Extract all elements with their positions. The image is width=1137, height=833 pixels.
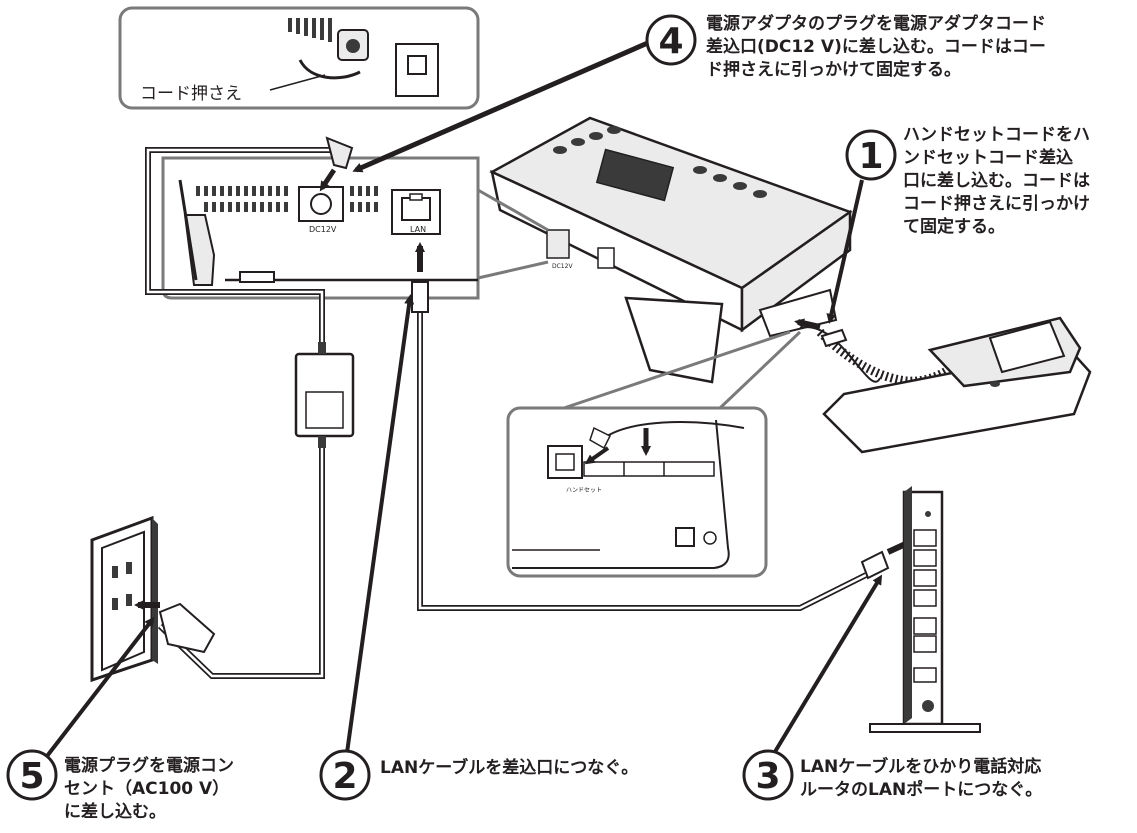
step-badge-5: 5: [6, 749, 58, 801]
arrow-step-4-plug: [319, 168, 337, 192]
step-1-line: 口に差し込む。コードは: [903, 171, 1090, 191]
arrow-step-2: [344, 294, 415, 761]
lan-cable: [411, 281, 890, 611]
step-5-instructions: 電源プラグを電源コン セント（AC100 V） に差し込む。: [64, 755, 234, 824]
step-number-4: 4: [658, 21, 683, 62]
step-5-line: 電源プラグを電源コン: [64, 756, 234, 776]
arrow-handset-connector: [794, 318, 821, 330]
step-3-instructions: LANケーブルをひかり電話対応 ルータのLANポートにつなぐ。: [800, 756, 1042, 802]
step-1-instructions: ハンドセットコードをハ ンドセットコード差込 口に差し込む。コードは コード押さ…: [903, 124, 1090, 239]
arrow-step-4: [352, 39, 651, 173]
cord-holder-label: コード押さえ: [140, 84, 242, 104]
step-badge-2: 2: [319, 749, 371, 801]
arrow-plug-into-port: [584, 446, 610, 465]
arrow-step-3: [768, 574, 883, 762]
phone-base-unit: [489, 116, 853, 384]
step-3-line: LANケーブルをひかり電話対応: [800, 757, 1042, 777]
step-5-line: に差し込む。: [64, 802, 166, 822]
step-number-3: 3: [755, 756, 780, 797]
cord-holder-callout: [118, 6, 480, 110]
step-1-line: ハンドセットコードをハ: [903, 125, 1090, 145]
step-badge-1: 1: [845, 129, 897, 181]
step-1-line: ンドセットコード差込: [903, 148, 1073, 168]
router: [869, 486, 981, 733]
step-1-line: コード押さえに引っかけ: [903, 194, 1090, 214]
step-badge-3: 3: [742, 749, 794, 801]
handset-port-callout: [506, 406, 768, 578]
handset: [799, 316, 1092, 454]
dc12v-small-label: DC12V: [552, 263, 573, 270]
step-4-line: 電源アダプタのプラグを電源アダプタコード: [706, 14, 1046, 34]
step-number-1: 1: [858, 136, 883, 177]
wall-outlet: [90, 515, 216, 683]
step-4-line: ド押さえに引っかけて固定する。: [706, 60, 961, 80]
step-badge-4: 4: [645, 14, 697, 66]
step-4-instructions: 電源アダプタのプラグを電源アダプタコード 差込口(DC12 V)に差し込む。コー…: [706, 13, 1046, 82]
handset-port-label: ハンドセット: [566, 487, 602, 494]
step-5-line: セント（AC100 V）: [64, 779, 230, 799]
step-3-line: ルータのLANポートにつなぐ。: [800, 780, 1043, 800]
power-adapter: [145, 136, 355, 679]
step-number-5: 5: [19, 756, 44, 797]
step-2-line: LANケーブルを差込口につなぐ。: [380, 758, 639, 778]
step-2-instructions: LANケーブルを差込口につなぐ。: [380, 757, 638, 780]
arrow-step-5: [42, 616, 155, 762]
dc12v-label: DC12V: [309, 225, 337, 234]
lan-label: LAN: [410, 225, 426, 234]
rear-panel-callout: [161, 156, 480, 300]
callout-lines: [477, 188, 802, 410]
step-number-2: 2: [332, 756, 357, 797]
step-4-line: 差込口(DC12 V)に差し込む。コードはコー: [706, 37, 1046, 57]
step-1-line: て固定する。: [903, 217, 1005, 237]
arrow-step-1: [826, 179, 864, 324]
